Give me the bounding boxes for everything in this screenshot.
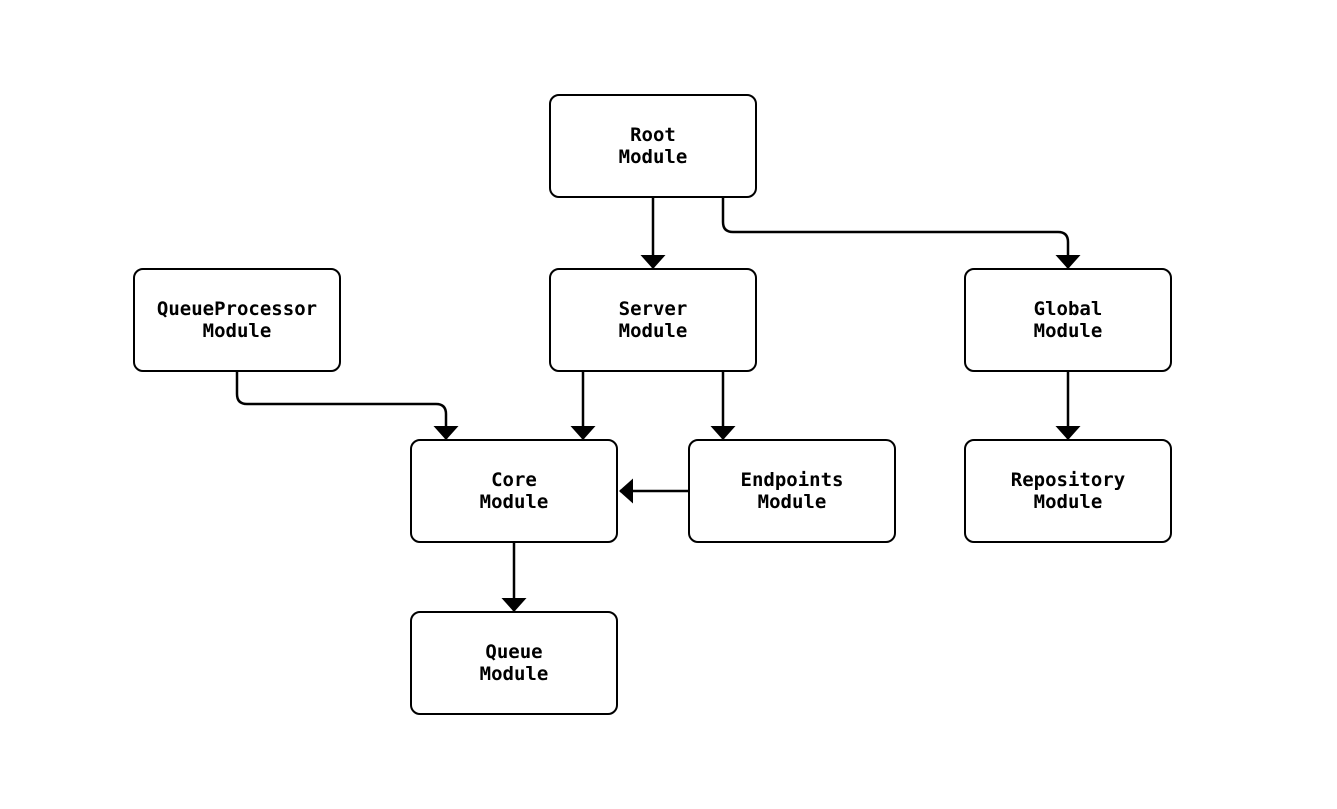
node-core-module-label-line1: Core bbox=[491, 469, 537, 491]
node-queue-module-label-line1: Queue bbox=[485, 641, 543, 663]
node-queueprocessor-module: QueueProcessor Module bbox=[133, 268, 341, 372]
node-root-module: Root Module bbox=[549, 94, 757, 198]
edge-queueprocessor-to-core bbox=[235, 372, 459, 440]
node-server-module: Server Module bbox=[549, 268, 757, 372]
node-repository-module-label-line1: Repository bbox=[1010, 469, 1126, 491]
node-endpoints-module-label-line1: Endpoints bbox=[740, 469, 844, 491]
node-root-module-label-line2: Module bbox=[618, 146, 688, 168]
node-global-module-label-line1: Global bbox=[1033, 298, 1103, 320]
node-core-module: Core Module bbox=[410, 439, 618, 543]
node-queue-module: Queue Module bbox=[410, 611, 618, 715]
node-endpoints-module-label-line2: Module bbox=[757, 491, 827, 513]
node-queueprocessor-module-label-line1: QueueProcessor bbox=[156, 298, 318, 320]
node-global-module-label-line2: Module bbox=[1033, 320, 1103, 342]
node-queue-module-label-line2: Module bbox=[479, 663, 549, 685]
node-endpoints-module: Endpoints Module bbox=[688, 439, 896, 543]
node-repository-module: Repository Module bbox=[964, 439, 1172, 543]
node-core-module-label-line2: Module bbox=[479, 491, 549, 513]
node-global-module: Global Module bbox=[964, 268, 1172, 372]
edge-root-to-global bbox=[721, 198, 1081, 269]
node-repository-module-label-line2: Module bbox=[1033, 491, 1103, 513]
node-server-module-label-line2: Module bbox=[618, 320, 688, 342]
node-queueprocessor-module-label-line2: Module bbox=[202, 320, 272, 342]
node-server-module-label-line1: Server bbox=[618, 298, 688, 320]
node-root-module-label-line1: Root bbox=[630, 124, 676, 146]
